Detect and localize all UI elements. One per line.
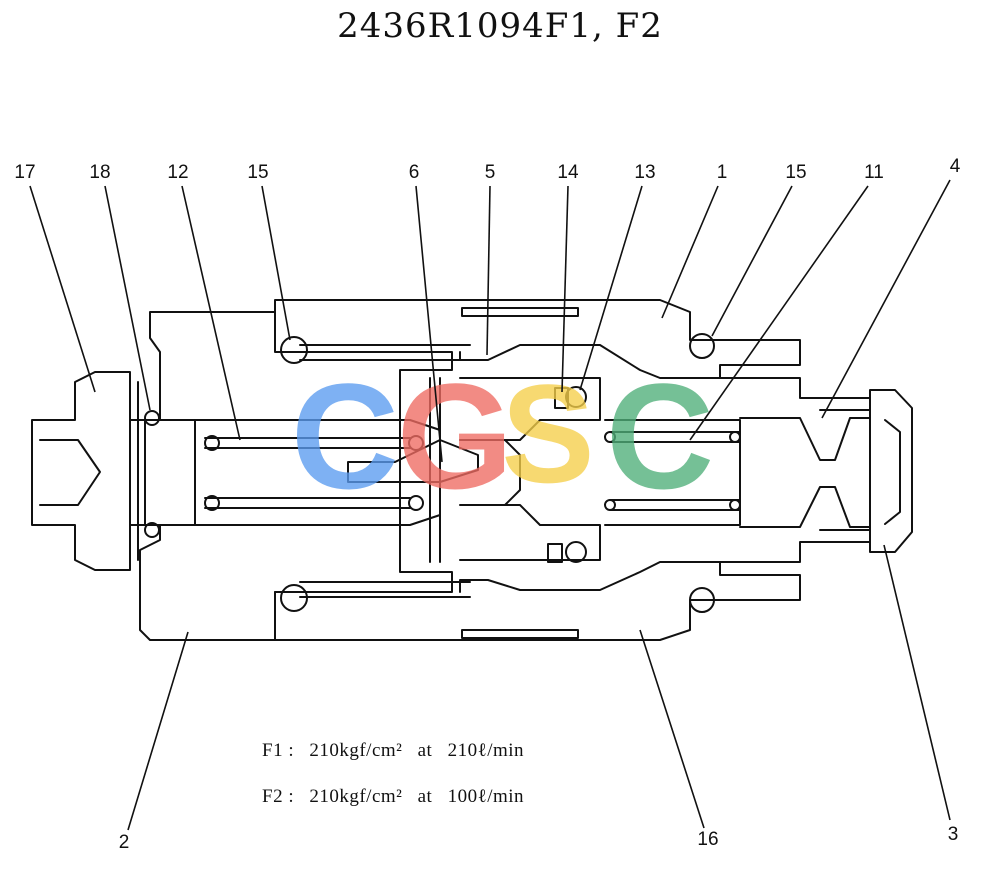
leader-line-3 [883, 544, 951, 821]
spec-f1-flow: 210ℓ/min [447, 740, 525, 761]
sleeve-inner-bore-bottom [299, 581, 471, 598]
part-6-seat [429, 377, 441, 563]
callout-6: 6 [409, 162, 420, 183]
sleeve-inner-bore-top [299, 344, 471, 361]
part-3-end-cap-inner [884, 419, 901, 525]
part-12-spring [204, 437, 411, 509]
inner-spring-end-4 [729, 499, 741, 511]
part-1-upper-sleeve [274, 299, 801, 379]
spec-f1-pressure: 210kgf/cm² [309, 740, 403, 761]
leader-line-5 [486, 185, 491, 356]
spring-end-right-top [408, 435, 424, 451]
diagram-title: 2436R1094F1, F2 [337, 6, 663, 46]
callout-13: 13 [634, 162, 655, 183]
spec-line-f1: F1 : 210kgf/cm² at 210ℓ/min [262, 740, 534, 762]
leader-line-17 [29, 185, 96, 393]
watermark-letter: C [291, 352, 399, 520]
callout-14: 14 [557, 162, 579, 183]
spec-f2-label: F2 : [262, 786, 295, 807]
spring-end-left-top [204, 435, 220, 451]
leader-line-12 [181, 185, 241, 441]
leader-line-14 [561, 185, 569, 393]
callout-labels: 17 18 12 15 6 5 14 13 1 15 11 4 2 16 3 [14, 156, 960, 853]
leader-line-18 [104, 185, 151, 411]
leader-line-2 [127, 631, 189, 831]
leader-line-6 [415, 185, 443, 463]
locknut-lines [129, 381, 139, 561]
o-ring-13-lower [565, 541, 587, 563]
sleeve-groove-top [461, 307, 579, 317]
part-4-plunger [739, 417, 871, 528]
spec-line-f2: F2 : 210kgf/cm² at 100ℓ/min [262, 786, 534, 808]
watermark-letter: C [606, 352, 714, 520]
spec-f2-at: at [417, 786, 433, 807]
spec-f2-flow: 100ℓ/min [447, 786, 525, 807]
o-ring-13-upper [565, 386, 587, 408]
callout-1: 1 [717, 162, 728, 183]
leader-line-11 [689, 185, 869, 441]
hex-socket [39, 439, 101, 506]
part-6-poppet [347, 439, 479, 483]
leader-line-15 [261, 185, 291, 341]
part-16-lower-sleeve [274, 561, 801, 641]
spec-f2-pressure: 210kgf/cm² [309, 786, 403, 807]
spring-end-left-bottom [204, 495, 220, 511]
leader-line-16 [639, 629, 705, 829]
spring-end-right-bottom [408, 495, 424, 511]
callout-16: 16 [697, 829, 718, 850]
watermark-letter: G [397, 352, 514, 520]
inner-spring-end-1 [604, 431, 616, 443]
leader-line-15 [711, 185, 793, 337]
part-17-adjusting-screw [31, 371, 196, 571]
o-ring-18-upper [144, 410, 160, 426]
o-ring-15-lower-left [280, 584, 308, 612]
part-11-inner-spring [609, 431, 741, 511]
callout-18: 18 [89, 162, 110, 183]
part-4-sleeve-top [719, 377, 871, 411]
leader-line-1 [661, 185, 719, 319]
callout-15: 15 [785, 162, 806, 183]
o-ring-18-lower [144, 522, 160, 538]
inner-spring-end-3 [729, 431, 741, 443]
callout-4: 4 [950, 156, 961, 177]
spec-f1-at: at [417, 740, 433, 761]
leader-line-13 [579, 185, 643, 391]
o-ring-15-upper-left [280, 336, 308, 364]
part-5-main-poppet [459, 377, 601, 561]
part-4-sleeve-bottom [719, 529, 871, 563]
o-ring-15-lower-right [689, 587, 715, 613]
sleeve-groove-bottom [461, 629, 579, 639]
part-5-neck [504, 439, 521, 506]
callout-5: 5 [485, 162, 496, 183]
inner-spring-end-2 [604, 499, 616, 511]
callout-17: 17 [14, 162, 35, 183]
callout-15: 15 [247, 162, 268, 183]
watermark-letter: S [501, 355, 594, 512]
callout-2: 2 [119, 832, 130, 853]
part-3-end-cap [869, 389, 913, 553]
o-ring-15-upper-right [689, 333, 715, 359]
callout-11: 11 [864, 162, 884, 183]
callout-12: 12 [167, 162, 188, 183]
leader-line-4 [821, 179, 951, 419]
part-14-backup-ring [554, 387, 569, 409]
inner-bore [604, 419, 741, 526]
spec-f1-label: F1 : [262, 740, 295, 761]
callout-3: 3 [948, 824, 959, 845]
part-14-backup-ring-lower [547, 543, 563, 563]
